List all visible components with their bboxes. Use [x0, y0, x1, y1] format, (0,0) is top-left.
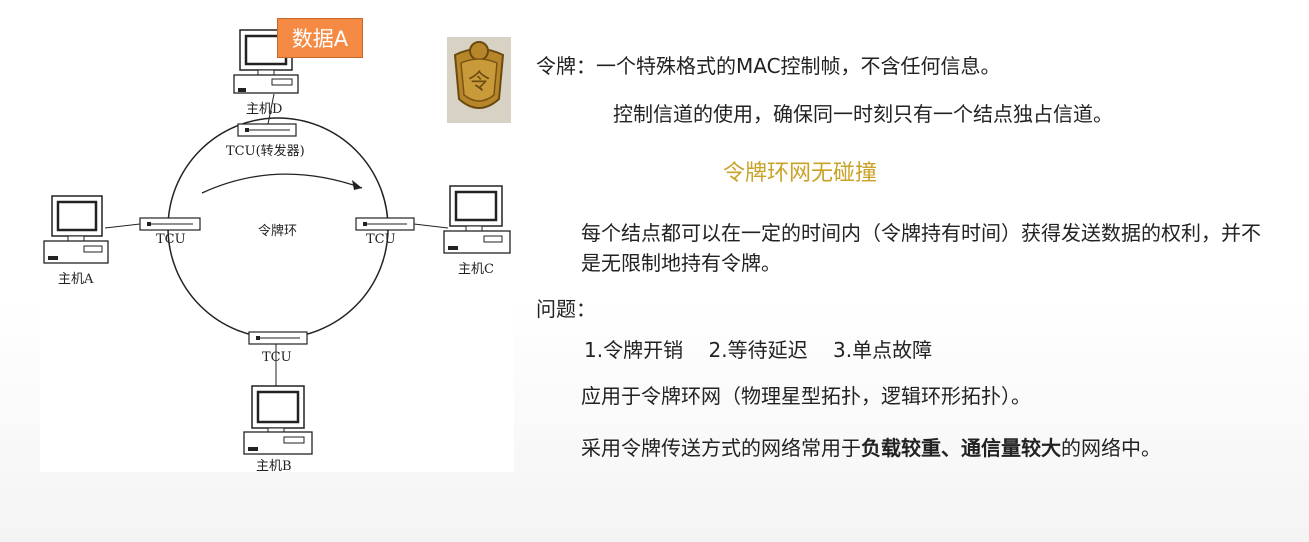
tcu-left: [139, 217, 201, 231]
usage-suffix: 的网络中。: [1061, 436, 1161, 460]
data-a-tag: 数据A: [277, 18, 363, 58]
token-char: 令: [468, 70, 490, 95]
host-c-computer: [443, 185, 511, 254]
token-definition: 令牌：一个特殊格式的MAC控制帧，不含任何信息。: [536, 54, 1001, 78]
host-c-label: 主机C: [458, 262, 494, 277]
ring-label: 令牌环: [258, 224, 298, 239]
tcu-top-label: TCU(转发器): [226, 144, 305, 159]
host-a-computer: [43, 195, 109, 264]
host-d-label: 主机D: [246, 102, 283, 117]
token-badge-image: 令: [447, 37, 511, 123]
channel-control: 控制信道的使用，确保同一时刻只有一个结点独占信道。: [613, 102, 1113, 126]
holding-time-text: 每个结点都可以在一定的时间内（令牌持有时间）获得发送数据的权利，并不是无限制地持…: [581, 221, 1261, 275]
direction-arrow: [201, 173, 363, 194]
question-label: 问题：: [536, 297, 596, 321]
usage-prefix: 采用令牌传送方式的网络常用于: [581, 436, 861, 460]
tcu-left-label: TCU: [156, 232, 186, 247]
tcu-right-label: TCU: [366, 232, 396, 247]
usage-bold: 负载较重、通信量较大: [861, 436, 1061, 460]
tcu-bottom-label: TCU: [262, 350, 292, 365]
problems-list: 1.令牌开销 2.等待延迟 3.单点故障: [584, 338, 933, 362]
section-title: 令牌环网无碰撞: [723, 161, 878, 186]
host-b-label: 主机B: [256, 459, 292, 474]
host-a-label: 主机A: [58, 272, 94, 287]
tcu-bottom: [248, 331, 308, 345]
tcu-top: [237, 123, 297, 137]
token-ring-diagram: 数据A 主机D TCU(转发器) TCU TCU TCU 令牌环 主机A 主机C…: [40, 18, 514, 474]
usage-text: 采用令牌传送方式的网络常用于负载较重、通信量较大的网络中。: [581, 432, 1161, 461]
token-ring-drawing: [43, 29, 511, 455]
tcu-right: [355, 217, 415, 231]
host-b-computer: [243, 385, 313, 455]
application-text: 应用于令牌环网（物理星型拓扑，逻辑环形拓扑）。: [581, 384, 1031, 408]
